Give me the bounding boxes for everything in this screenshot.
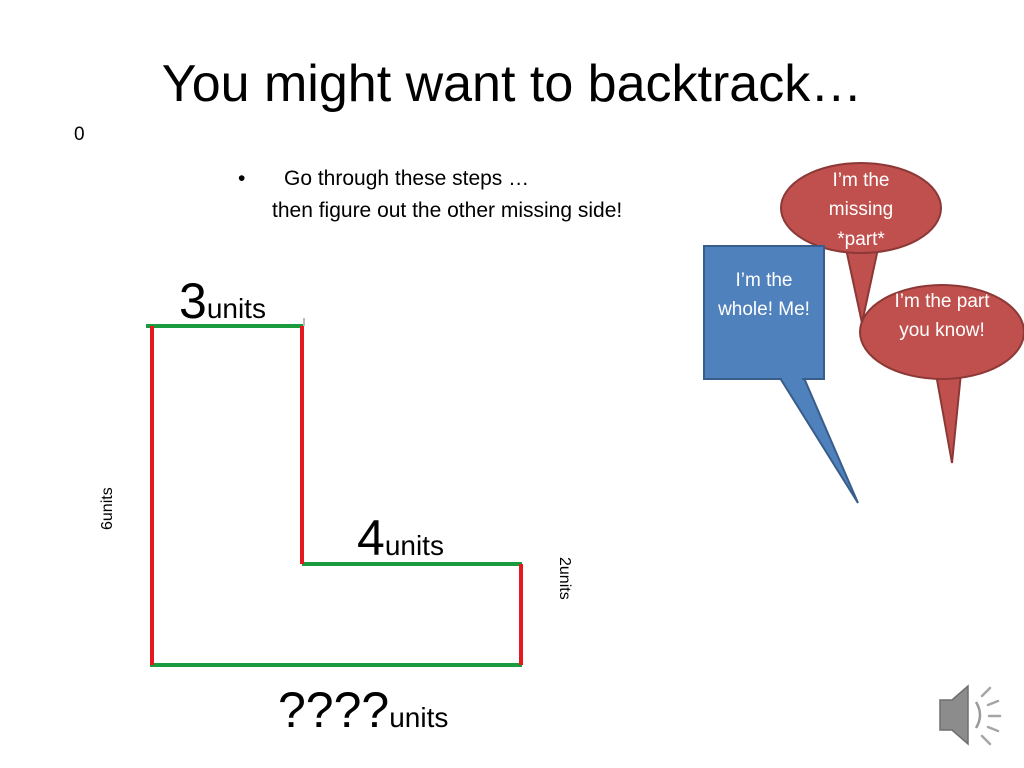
slide-number: 0	[74, 124, 85, 145]
right-side-unit: units	[556, 565, 573, 600]
bullet-symbol: •	[238, 167, 246, 190]
slide-title: You might want to backtrack…	[161, 55, 863, 113]
middle-side-unit: units	[384, 530, 444, 561]
left-side-unit: units	[99, 487, 116, 522]
middle-side-value: 4	[357, 510, 385, 566]
middle-side-label: 4units	[357, 513, 444, 563]
missing-part-bubble	[780, 162, 942, 324]
bullet-line-1: • Go through these steps …	[238, 163, 529, 195]
bullet-line-2: then figure out the other missing side!	[272, 199, 623, 222]
known-part-bubble-text: I’m the part you know!	[894, 291, 990, 342]
bottom-side-unit: units	[389, 702, 449, 733]
top-side-value: 3	[179, 273, 207, 329]
right-side-label: 2units	[556, 557, 573, 600]
whole-bubble-text: I’m the whole! Me!	[718, 270, 810, 321]
bottom-side-label: ????units	[278, 685, 448, 735]
missing-part-bubble-text: I’m the missing *part*	[828, 170, 894, 250]
top-side-label: 3units	[179, 276, 266, 326]
left-side-value: 6	[99, 521, 116, 530]
right-side-value: 2	[556, 557, 573, 566]
known-part-bubble	[859, 284, 1024, 464]
bottom-side-value: ????	[278, 682, 390, 738]
left-side-label: 6units	[99, 487, 116, 530]
speaker-icon[interactable]	[939, 684, 1002, 746]
whole-bubble	[703, 245, 859, 504]
bullet-text-1: Go through these steps …	[284, 167, 530, 190]
top-side-unit: units	[206, 293, 266, 324]
